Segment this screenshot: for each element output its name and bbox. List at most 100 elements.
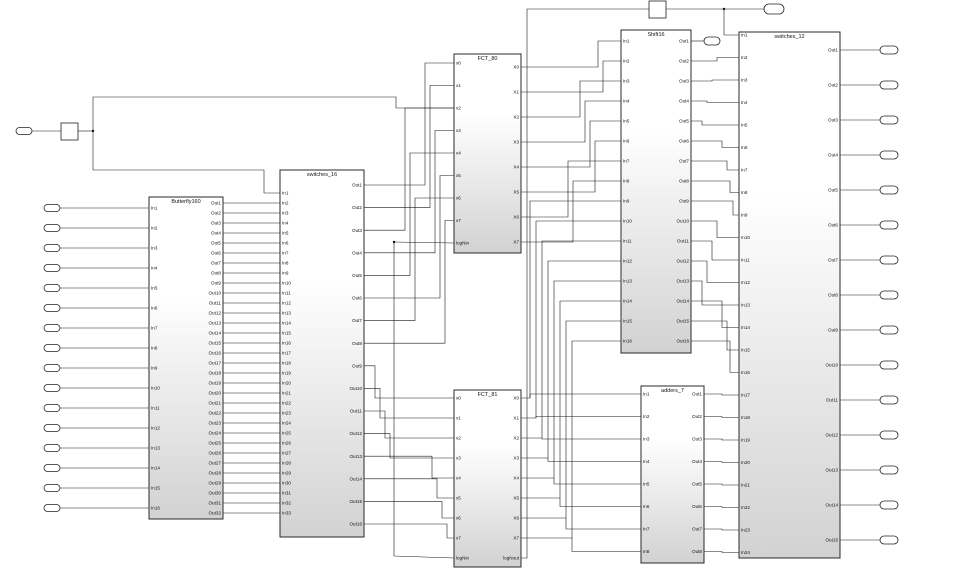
- input-port-label: In8: [282, 261, 289, 266]
- wire: [521, 8, 649, 559]
- port[interactable]: [879, 360, 899, 370]
- output-port-label: Out12: [349, 431, 362, 436]
- input-port-label: In24: [741, 550, 750, 555]
- port[interactable]: [879, 325, 899, 335]
- port[interactable]: [43, 364, 61, 372]
- input-port-label: In14: [151, 466, 160, 471]
- wire: [364, 478, 454, 499]
- block-adders7[interactable]: adders_7In1In2In3In4In5In6In7In8Out1Out2…: [640, 385, 705, 564]
- block-body[interactable]: [738, 31, 841, 559]
- port[interactable]: [43, 484, 61, 492]
- output-port-label: Out5: [352, 273, 362, 278]
- port[interactable]: [43, 284, 61, 292]
- input-port-label: In1: [282, 191, 289, 196]
- port[interactable]: [43, 264, 61, 272]
- input-port-label: In16: [151, 506, 160, 511]
- input-port-label: In13: [282, 311, 291, 316]
- port[interactable]: [879, 45, 899, 55]
- block-body[interactable]: [620, 29, 692, 354]
- input-port-label: In15: [623, 319, 632, 324]
- block-body[interactable]: [279, 169, 365, 538]
- port[interactable]: [879, 395, 899, 405]
- block-switches16[interactable]: switches_16In1In2In3In4In5In6In7In8In9In…: [279, 169, 365, 538]
- input-port-label: In2: [151, 226, 158, 231]
- output-port-label: Out8: [828, 293, 838, 298]
- port[interactable]: [879, 115, 899, 125]
- output-port-label: Out32: [208, 511, 221, 516]
- input-port-label: In5: [282, 231, 289, 236]
- input-port-label: In20: [741, 460, 750, 465]
- block-shift16[interactable]: Shift16In1In2In3In4In5In6In7In8In9In10In…: [620, 29, 692, 354]
- block-body[interactable]: [453, 389, 522, 568]
- output-port-label: Out17: [208, 361, 221, 366]
- wire: [364, 220, 454, 344]
- gain-block[interactable]: [648, 0, 667, 19]
- port[interactable]: [43, 204, 61, 212]
- port[interactable]: [43, 324, 61, 332]
- output-port-label: Out10: [349, 386, 362, 391]
- port[interactable]: [879, 220, 899, 230]
- port[interactable]: [15, 127, 33, 135]
- port[interactable]: [43, 424, 61, 432]
- output-port-label: Out15: [349, 499, 362, 504]
- block-body[interactable]: [148, 196, 224, 520]
- port[interactable]: [879, 185, 899, 195]
- wire: [364, 433, 454, 459]
- port[interactable]: [879, 465, 899, 475]
- output-port-label: Out14: [825, 503, 838, 508]
- block-fct80[interactable]: FCT_80x0x1x2x3x4x5x6x7logNinX0X1X2X3X4X5…: [453, 53, 522, 254]
- input-port-label: In9: [623, 199, 630, 204]
- port[interactable]: [879, 255, 899, 265]
- wire: [364, 501, 454, 519]
- block-switches12[interactable]: switches_12In1In2In3In4In5In6In7In8In9In…: [738, 31, 841, 559]
- input-port-label: In7: [282, 251, 289, 256]
- port[interactable]: [43, 344, 61, 352]
- port[interactable]: [43, 444, 61, 452]
- block-butterfly[interactable]: Butterfly160In1In2In3In4In5In6In7In8In9I…: [148, 196, 224, 520]
- port[interactable]: [879, 150, 899, 160]
- input-port-label: In11: [151, 406, 160, 411]
- port[interactable]: [43, 304, 61, 312]
- input-port-label: In21: [741, 483, 750, 488]
- port[interactable]: [43, 384, 61, 392]
- output-port-label: Out5: [692, 482, 702, 487]
- wire: [691, 79, 739, 82]
- input-port-label: In19: [282, 371, 291, 376]
- port[interactable]: [879, 535, 899, 545]
- wire: [364, 85, 454, 208]
- input-port-label: In4: [643, 459, 650, 464]
- port[interactable]: [43, 464, 61, 472]
- input-port-label: In2: [282, 201, 289, 206]
- output-port-label: Out2: [692, 414, 702, 419]
- output-port-label: Out6: [679, 139, 689, 144]
- wire: [92, 131, 280, 194]
- input-port-label: In29: [282, 471, 291, 476]
- port[interactable]: [879, 430, 899, 440]
- output-port-label: Out31: [208, 501, 221, 506]
- output-port-label: Out7: [352, 318, 362, 323]
- input-port-label: In1: [623, 39, 630, 44]
- block-fct81[interactable]: FCT_81x0x1x2x3x4x5x6x7logNinX0X1X2X3X4X5…: [453, 389, 522, 568]
- output-port-label: Out1: [828, 48, 838, 53]
- wire: [364, 130, 454, 254]
- input-port-label: In13: [151, 446, 160, 451]
- port[interactable]: [43, 224, 61, 232]
- wire: [521, 100, 621, 143]
- input-port-label: In5: [741, 123, 748, 128]
- port[interactable]: [879, 500, 899, 510]
- port[interactable]: [43, 404, 61, 412]
- input-port-label: In23: [282, 411, 291, 416]
- wire: [521, 80, 621, 118]
- port[interactable]: [703, 36, 721, 46]
- gain-block[interactable]: [60, 122, 79, 141]
- port[interactable]: [43, 504, 61, 512]
- output-port-label: Out10: [208, 291, 221, 296]
- port[interactable]: [763, 3, 785, 15]
- block-body[interactable]: [640, 385, 705, 564]
- port[interactable]: [879, 80, 899, 90]
- port[interactable]: [43, 244, 61, 252]
- port[interactable]: [879, 290, 899, 300]
- wire: [521, 300, 621, 499]
- block-body[interactable]: [453, 53, 522, 254]
- output-port-label: Out1: [211, 201, 221, 206]
